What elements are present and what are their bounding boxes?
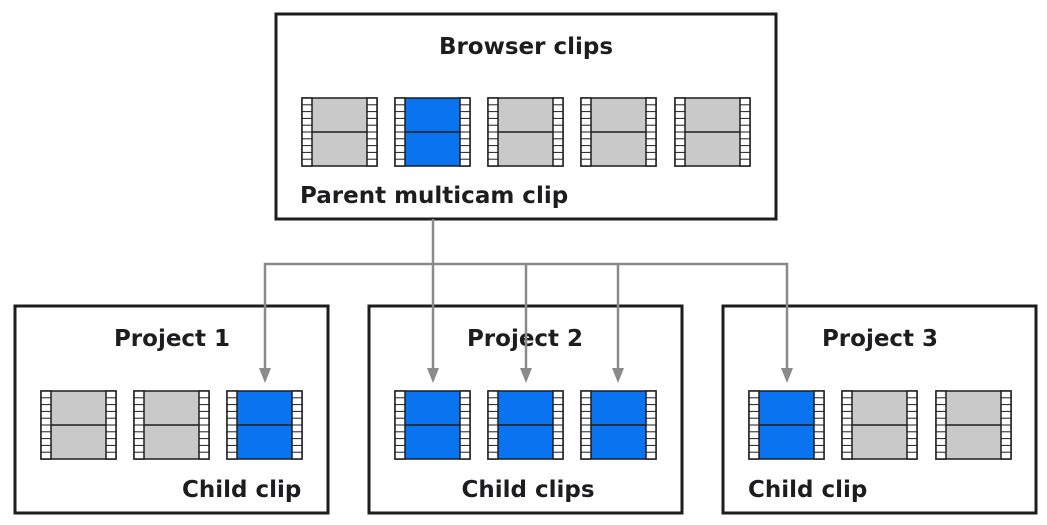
browser-clip-2 bbox=[394, 97, 471, 167]
project-3-caption: Child clip bbox=[748, 477, 867, 503]
parent-multicam-caption: Parent multicam clip bbox=[300, 183, 568, 209]
project-2-clip-strip bbox=[394, 390, 657, 460]
arrowhead-project-2-middle bbox=[520, 368, 532, 383]
project-3-clip-strip bbox=[748, 390, 1012, 460]
project-1-title: Project 1 bbox=[114, 326, 230, 352]
arrowhead-project-3 bbox=[781, 368, 793, 383]
browser-clip-3 bbox=[487, 97, 564, 167]
project-1-clip-strip bbox=[40, 390, 303, 460]
project-2-caption: Child clips bbox=[461, 477, 594, 503]
connectors bbox=[259, 219, 793, 383]
project-3-clip-3 bbox=[935, 390, 1012, 460]
project-1-clip-1 bbox=[40, 390, 117, 460]
arrowhead-project-2-right bbox=[612, 368, 624, 383]
project-1-clip-3 bbox=[226, 390, 303, 460]
browser-clip-1 bbox=[301, 97, 378, 167]
arrowhead-project-1 bbox=[259, 368, 271, 383]
project-2-clip-3 bbox=[580, 390, 657, 460]
arrowhead-project-2-left bbox=[427, 368, 439, 383]
project-2-clip-1 bbox=[394, 390, 471, 460]
project-3-clip-2 bbox=[841, 390, 918, 460]
project-1-clip-2 bbox=[133, 390, 210, 460]
browser-clip-strip bbox=[301, 97, 751, 167]
project-1-caption: Child clip bbox=[182, 477, 301, 503]
project-3-title: Project 3 bbox=[822, 326, 938, 352]
browser-title: Browser clips bbox=[439, 34, 613, 60]
project-2-clip-2 bbox=[487, 390, 564, 460]
browser-clip-4 bbox=[580, 97, 657, 167]
browser-clip-5 bbox=[674, 97, 751, 167]
project-3-clip-1 bbox=[748, 390, 825, 460]
